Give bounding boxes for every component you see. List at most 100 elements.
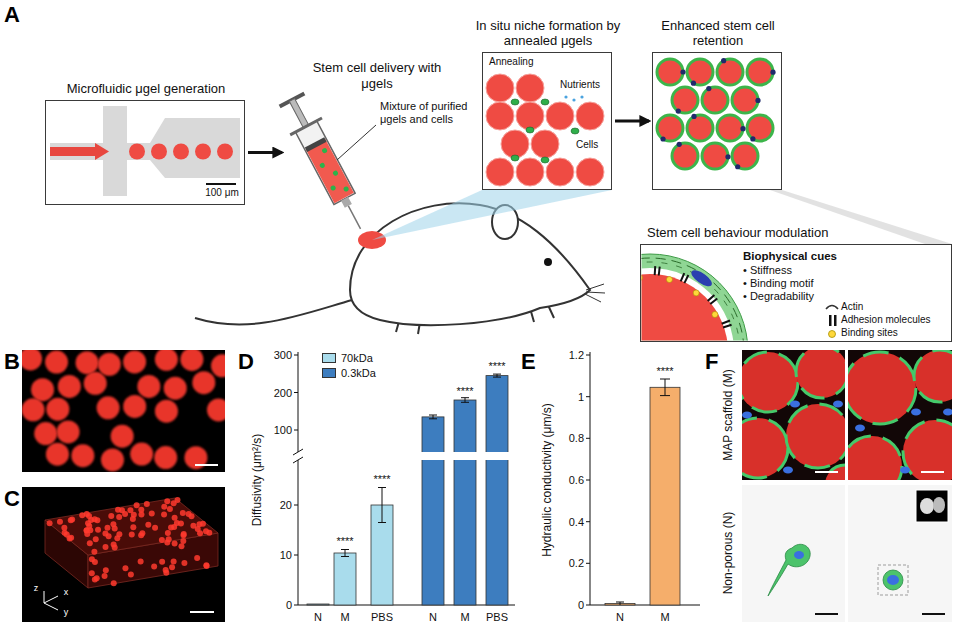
- row-label: MAP scaffold (M): [722, 369, 736, 461]
- legend-text: 70kDa: [341, 352, 373, 365]
- error-bar: [341, 550, 349, 557]
- cell-illustration: [723, 325, 732, 328]
- microgel-packing: [750, 136, 755, 141]
- microgel-packing: [732, 143, 758, 169]
- error-bar: [493, 374, 501, 377]
- syringe-illustration: [343, 186, 350, 193]
- callout-text: Annealing: [489, 56, 533, 68]
- microfluidic-chip: [173, 144, 189, 160]
- legend-swatch: [322, 368, 336, 378]
- axis-title: Diffusivity (μm²/s): [251, 434, 265, 527]
- micrograph: [855, 425, 865, 432]
- 3d-rendering: [110, 521, 116, 527]
- microgel-packing: [725, 154, 730, 159]
- tick-label: 0: [286, 599, 292, 612]
- syringe-illustration: [276, 92, 376, 238]
- box-heading: Stem cell behaviour modulation: [647, 225, 947, 241]
- 3d-rendering: [172, 540, 178, 546]
- significance-stars: ****: [373, 473, 390, 486]
- bar: [422, 417, 444, 605]
- microfluidic-chip: [50, 106, 240, 196]
- 3d-rendering: [89, 570, 95, 576]
- 3d-rendering: [22, 487, 225, 622]
- microfluidic-chip: [50, 106, 240, 196]
- mouse-illustration: [585, 284, 605, 302]
- micrograph: [883, 570, 903, 590]
- microgel-packing: [672, 87, 698, 113]
- bar: [307, 604, 329, 605]
- error-bar: [341, 374, 501, 556]
- axis-label: y: [64, 607, 69, 617]
- microgel-packing: [541, 157, 549, 163]
- microgel-packing: [541, 99, 549, 105]
- microgel-packing: [657, 115, 683, 141]
- bar-chart: [298, 352, 299, 452]
- microfluidic-chip: [151, 144, 167, 160]
- cell-illustration: [693, 290, 699, 296]
- step-region: Stem cell delivery with μgelsMixture of …: [285, 58, 470, 235]
- category-label: M: [660, 611, 669, 624]
- 3d-rendering: [180, 510, 186, 516]
- error-bar: [378, 488, 386, 523]
- panel-letter: D: [238, 349, 254, 374]
- 3d-rendering: [127, 507, 133, 513]
- 3d-rendering: [45, 498, 218, 555]
- category-label: M: [340, 611, 349, 624]
- micrograph: [943, 409, 952, 416]
- 3d-rendering: [102, 573, 108, 579]
- micrograph: [22, 398, 45, 421]
- 3d-rendering: [44, 591, 58, 610]
- micrograph: [878, 565, 908, 595]
- 3d-rendering: [206, 530, 212, 536]
- 3d-rendering: [164, 498, 170, 504]
- microgel-packing: [687, 115, 713, 141]
- microgel-packing: [657, 59, 683, 85]
- syringe-illustration: [321, 147, 328, 154]
- 3d-rendering: [197, 530, 203, 536]
- micrograph: [211, 354, 225, 377]
- process-box: Microfluidic μgel generation100 μm: [45, 100, 245, 205]
- micrograph: [97, 396, 120, 419]
- 3d-rendering: [87, 540, 93, 546]
- micrograph: [914, 350, 952, 402]
- legend-text: Actin: [841, 301, 863, 313]
- bar: [650, 387, 680, 605]
- 3d-rendering: [61, 525, 67, 531]
- microgel-packing: [672, 143, 698, 169]
- bar: [454, 400, 476, 605]
- microgel-packing: [501, 130, 529, 158]
- tick-label: 0.4: [569, 515, 584, 528]
- micrograph: [164, 377, 187, 400]
- panel-letter: A: [4, 2, 20, 27]
- bar-chart: [298, 605, 515, 606]
- cell-illustration: [642, 254, 749, 341]
- microgel-packing: [740, 126, 745, 131]
- microgel-packing: [516, 74, 544, 102]
- microgel-packing: [516, 102, 544, 130]
- significance-stars: ****: [456, 385, 473, 398]
- micrograph: [921, 471, 944, 473]
- box-heading: Stem cell delivery with μgels: [302, 60, 452, 91]
- micrograph: [123, 395, 146, 418]
- microfluidic-chip: [217, 144, 233, 160]
- syringe-illustration: [332, 170, 339, 177]
- microgel-packing: [486, 158, 514, 186]
- tick-label: 1.2: [569, 349, 584, 362]
- bar-chart: [293, 449, 303, 455]
- syringe-illustration: [295, 121, 355, 205]
- 3d-rendering: [190, 611, 214, 613]
- microgel-packing: [572, 98, 575, 101]
- list-item: • Binding motif: [743, 277, 814, 290]
- cell-illustration: [642, 275, 643, 281]
- 3d-rendering: [149, 511, 155, 517]
- micrograph: [154, 446, 177, 469]
- bar: [334, 553, 356, 605]
- micrograph: [742, 485, 845, 622]
- syringe-illustration: [348, 206, 360, 229]
- box-heading: In situ niche formation by annealed μgel…: [468, 18, 628, 49]
- 3d-rendering: [22, 487, 225, 622]
- micrograph: [195, 464, 218, 466]
- category-label: PBS: [371, 611, 393, 624]
- 3d-rendering: [104, 525, 110, 531]
